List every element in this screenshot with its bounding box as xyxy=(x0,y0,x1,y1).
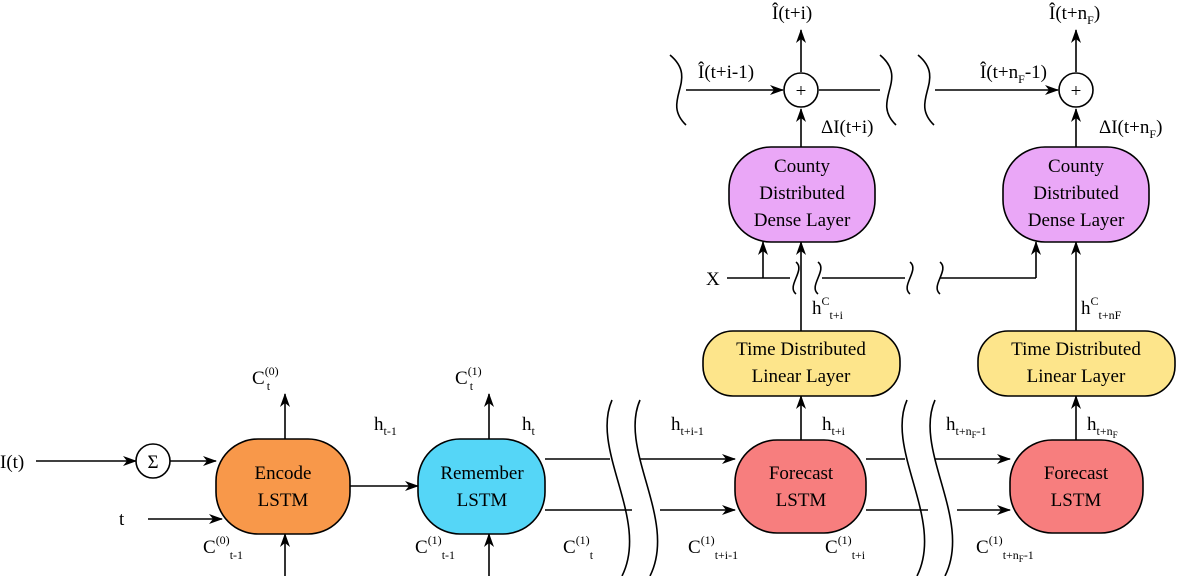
label-h-tm1: ht-1 xyxy=(374,414,397,438)
dense-layer-1-line3: Dense Layer xyxy=(754,210,851,231)
forecast-lstm-2-line2: LSTM xyxy=(1051,490,1102,511)
label-C1-ti1: C(1)t+i-1 xyxy=(688,533,738,562)
dense-layer-box-2 xyxy=(1002,146,1150,243)
dense-layer-2-line1: County xyxy=(1048,156,1104,177)
input-t-label: t xyxy=(119,509,125,530)
plus-symbol-icon xyxy=(1058,72,1094,108)
label-hC-ti: hCt+i xyxy=(812,294,844,322)
label-C0-t: C(0)t xyxy=(252,364,279,393)
dense-layer-box-1 xyxy=(728,146,876,243)
label-C0-tm1: C(0)t-1 xyxy=(203,533,243,562)
squiggle-break-icon xyxy=(814,261,822,295)
label-h-ti1: ht+i-1 xyxy=(671,414,704,438)
squiggle-break-icon xyxy=(906,261,914,295)
dense-layer-1-line1: County xyxy=(774,156,830,177)
input-X-label: X xyxy=(706,269,720,290)
label-hC-tnF: hCt+nF xyxy=(1081,294,1122,322)
encode-lstm-box xyxy=(215,438,351,535)
label-Ihat-ti1: Î(t+i-1) xyxy=(698,61,754,83)
dense-layer-node-1: County Distributed Dense Layer xyxy=(728,146,876,243)
dense-layer-2-line2: Distributed xyxy=(1033,183,1119,204)
label-h-tnF: ht+nF xyxy=(1087,414,1118,440)
linear-layer-box-2 xyxy=(977,330,1176,397)
label-C1-tnF1: C(1)t+nF-1 xyxy=(976,533,1034,564)
dense-layer-node-2: County Distributed Dense Layer xyxy=(1002,146,1150,243)
forecast-lstm-1-line2: LSTM xyxy=(776,490,827,511)
encode-lstm-line1: Encode xyxy=(255,463,312,484)
dense-layer-2-line3: Dense Layer xyxy=(1028,210,1125,231)
label-C1-t-top: C(1)t xyxy=(455,364,482,393)
squiggle-break-icon xyxy=(669,54,687,126)
linear-layer-1-line1: Time Distributed xyxy=(736,339,866,360)
label-C1-t-bottom: C(1)t xyxy=(563,533,594,562)
label-Ihat-ti: Î(t+i) xyxy=(772,2,812,24)
squiggle-break-icon xyxy=(901,399,926,576)
linear-layer-2-line1: Time Distributed xyxy=(1011,339,1141,360)
plus-symbol-icon xyxy=(783,72,819,108)
dense-layer-1-line2: Distributed xyxy=(759,183,845,204)
input-It-label: I(t) xyxy=(0,452,24,473)
break-marks xyxy=(606,54,954,576)
squiggle-break-icon xyxy=(634,399,659,576)
plus-symbol: + xyxy=(796,81,807,102)
plus-symbol: + xyxy=(1071,81,1082,102)
label-dI-tnF: ΔI(t+nF) xyxy=(1099,117,1162,141)
forecast-lstm-node-2: Forecast LSTM xyxy=(1009,439,1144,534)
linear-layer-box-1 xyxy=(702,330,901,397)
label-C1-ti: C(1)t+i xyxy=(825,533,866,562)
forecast-lstm-node-1: Forecast LSTM xyxy=(734,439,867,534)
squiggle-break-icon xyxy=(929,399,954,576)
plus-node-2: + xyxy=(1058,72,1094,108)
squiggle-break-icon xyxy=(917,54,935,126)
encode-lstm-node: Encode LSTM xyxy=(215,438,351,535)
connector-lines xyxy=(36,29,1081,576)
remember-lstm-line2: LSTM xyxy=(457,490,508,511)
remember-lstm-line1: Remember xyxy=(440,463,524,484)
sum-symbol-icon xyxy=(135,443,171,479)
squiggle-break-icon xyxy=(792,261,800,295)
linear-layer-2-line2: Linear Layer xyxy=(1027,366,1126,387)
linear-layer-node-1: Time Distributed Linear Layer xyxy=(702,330,901,397)
sum-symbol: Σ xyxy=(147,452,158,473)
linear-layer-node-2: Time Distributed Linear Layer xyxy=(977,330,1176,397)
remember-lstm-box xyxy=(417,438,546,535)
remember-lstm-node: Remember LSTM xyxy=(417,438,546,535)
label-Ihat-tnF: Î(t+nF) xyxy=(1049,2,1100,27)
plus-node-1: + xyxy=(783,72,819,108)
label-h-tnF1: ht+nF-1 xyxy=(946,414,987,440)
label-dI-ti: ΔI(t+i) xyxy=(821,117,873,138)
squiggle-break-icon xyxy=(879,54,897,126)
sum-node: Σ xyxy=(135,443,171,479)
forecast-lstm-box-1 xyxy=(734,439,867,534)
label-C1-tm1: C(1)t-1 xyxy=(415,533,455,562)
forecast-lstm-box-2 xyxy=(1009,439,1144,534)
label-Ihat-tnF1: Î(t+nF-1) xyxy=(980,61,1047,86)
squiggle-break-icon xyxy=(936,261,944,295)
label-h-ti: ht+i xyxy=(822,414,846,438)
squiggle-break-icon xyxy=(606,399,631,576)
encode-lstm-line2: LSTM xyxy=(258,490,309,511)
label-h-t: ht xyxy=(522,414,536,438)
forecast-lstm-2-line1: Forecast xyxy=(1044,463,1109,484)
linear-layer-1-line2: Linear Layer xyxy=(752,366,851,387)
forecast-lstm-1-line1: Forecast xyxy=(769,463,834,484)
